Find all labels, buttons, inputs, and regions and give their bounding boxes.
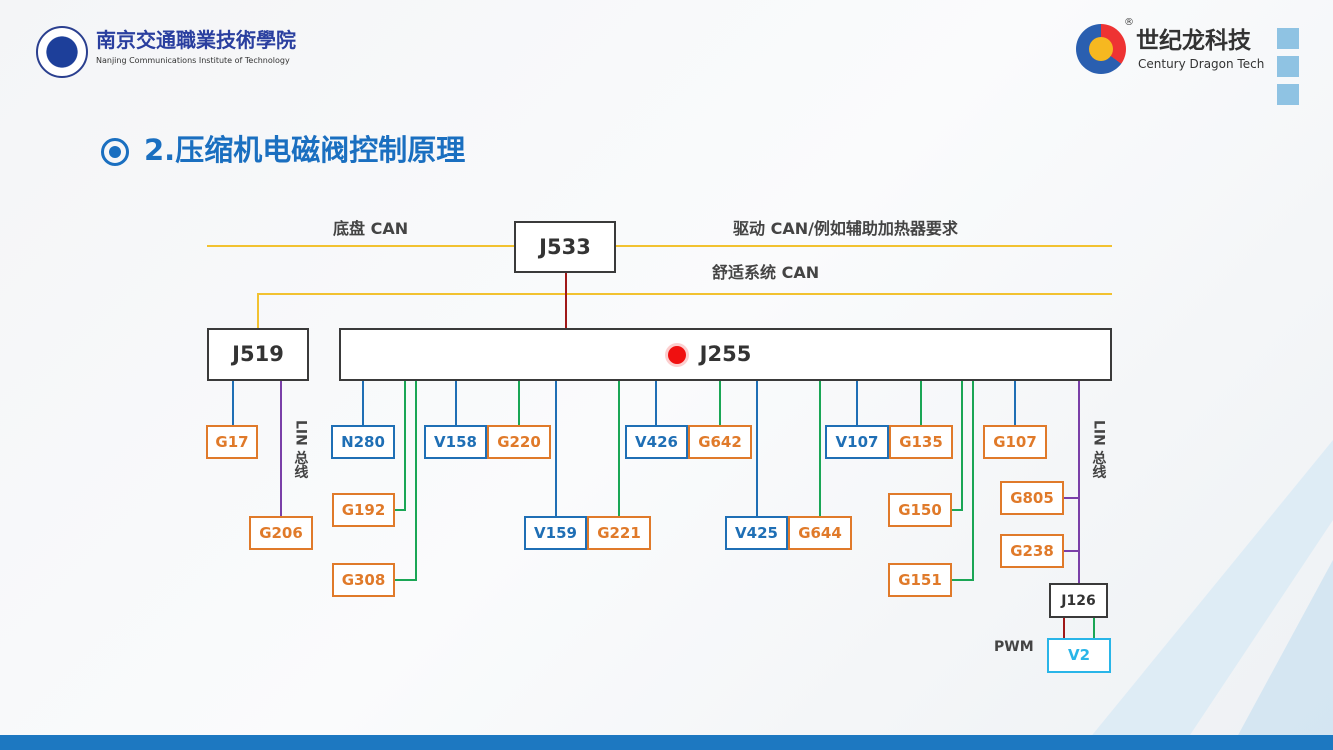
comfort-can-label: 舒适系统 CAN (712, 263, 820, 282)
node-g805[interactable]: G805 (1000, 481, 1064, 515)
node-g151[interactable]: G151 (888, 563, 952, 597)
pwm-label: PWM (994, 639, 1034, 655)
pointer-dot (668, 346, 686, 364)
node-v159[interactable]: V159 (524, 516, 587, 550)
node-g221[interactable]: G221 (587, 516, 651, 550)
node-v426[interactable]: V426 (625, 425, 688, 459)
node-g17[interactable]: G17 (206, 425, 258, 459)
school-name-en: Nanjing Communications Institute of Tech… (96, 56, 290, 65)
brand-name-cn: 世纪龙科技 (1136, 28, 1251, 54)
title-bullet-icon (101, 138, 129, 166)
brand-reg: ® (1124, 17, 1134, 28)
node-g238[interactable]: G238 (1000, 534, 1064, 568)
node-g150[interactable]: G150 (888, 493, 952, 527)
node-v158[interactable]: V158 (424, 425, 487, 459)
module-j519[interactable]: J519 (207, 328, 309, 381)
node-v425[interactable]: V425 (725, 516, 788, 550)
lin-bus-label-right: LIN 总线 (1090, 420, 1107, 479)
drive-can-label: 驱动 CAN/例如辅助加热器要求 (733, 219, 958, 238)
module-j126[interactable]: J126 (1049, 583, 1108, 618)
can-bus-lines (207, 245, 1112, 328)
brand-name-en: Century Dragon Tech (1138, 57, 1265, 71)
node-g644[interactable]: G644 (788, 516, 852, 550)
node-g220[interactable]: G220 (487, 425, 551, 459)
node-n280[interactable]: N280 (331, 425, 395, 459)
node-g308[interactable]: G308 (332, 563, 395, 597)
page-title: 2.压缩机电磁阀控制原理 (144, 133, 466, 167)
lin-bus-label-left: LIN 总线 (292, 420, 309, 479)
node-v107[interactable]: V107 (825, 425, 889, 459)
brand-logo (1076, 24, 1126, 74)
chassis-can-label: 底盘 CAN (333, 219, 409, 238)
node-g192[interactable]: G192 (332, 493, 395, 527)
node-v2[interactable]: V2 (1047, 638, 1111, 673)
school-name-cn: 南京交通職業技術學院 (96, 28, 296, 52)
node-g206[interactable]: G206 (249, 516, 313, 550)
node-g135[interactable]: G135 (889, 425, 953, 459)
module-j255[interactable]: J255 (339, 328, 1112, 381)
school-logo (36, 26, 88, 78)
module-j533[interactable]: J533 (514, 221, 616, 273)
node-g107[interactable]: G107 (983, 425, 1047, 459)
decor-squares (1277, 28, 1299, 105)
node-g642[interactable]: G642 (688, 425, 752, 459)
